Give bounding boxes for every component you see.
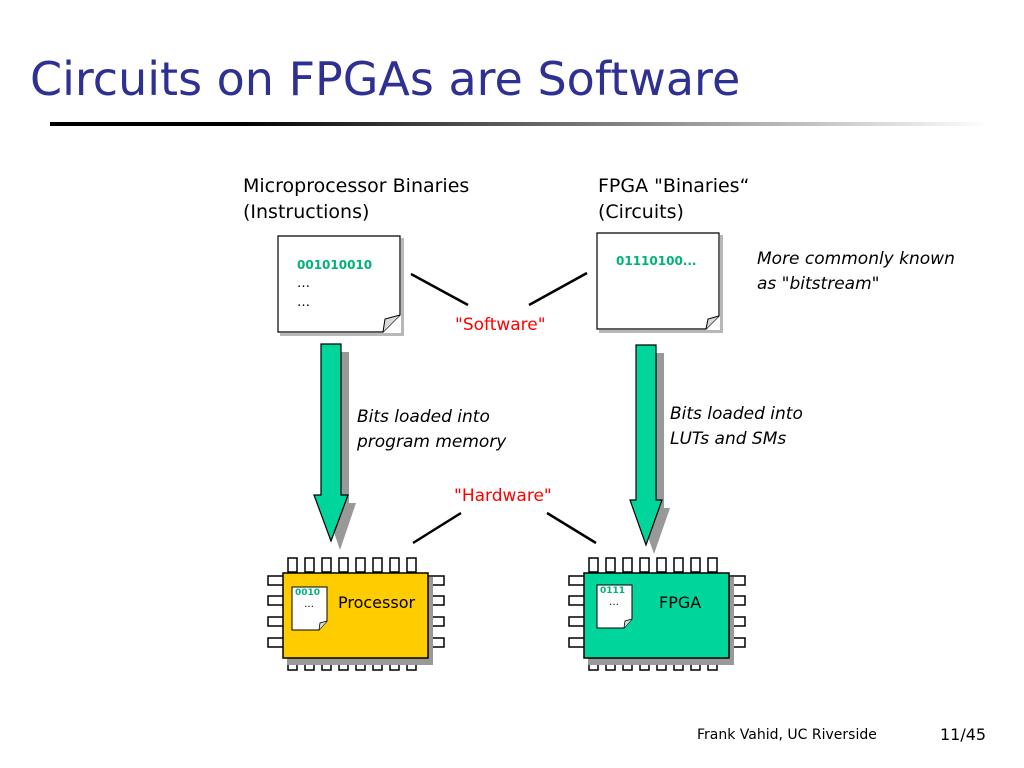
fpga-config-document-icon: 0111 … bbox=[596, 584, 634, 629]
right-heading-line1: FPGA "Binaries“ bbox=[598, 175, 750, 197]
bitstream-note-line1: More commonly known bbox=[757, 249, 955, 269]
left-arrow-note-line2: program memory bbox=[357, 432, 507, 452]
right-arrow-note-line2: LUTs and SMs bbox=[670, 429, 787, 449]
bitstream-note-line2: as "bitstream" bbox=[757, 274, 880, 294]
fpga-chip-pins bbox=[568, 557, 746, 671]
processor-label: Processor bbox=[338, 593, 416, 612]
left-arrow-note: Bits loaded into program memory bbox=[357, 405, 506, 455]
footer-author: Frank Vahid, UC Riverside bbox=[697, 727, 877, 743]
left-doc-code: 001010010 bbox=[297, 258, 373, 272]
right-arrow-note-line1: Bits loaded into bbox=[670, 404, 803, 424]
fpga-chip: 0111 … FPGA bbox=[567, 555, 751, 680]
left-down-arrow bbox=[313, 343, 349, 543]
right-heading-line2: (Circuits) bbox=[598, 201, 684, 223]
left-arrow-note-line1: Bits loaded into bbox=[357, 407, 490, 427]
fpga-doc-code: 0111 bbox=[600, 586, 626, 596]
hardware-connector-left bbox=[412, 511, 462, 545]
left-heading-line2: (Instructions) bbox=[243, 201, 370, 223]
title-underline bbox=[50, 122, 990, 126]
processor-chip-pins bbox=[267, 557, 445, 671]
software-label: "Software" bbox=[455, 315, 546, 335]
left-heading-line1: Microprocessor Binaries bbox=[243, 175, 470, 197]
left-doc-ellipsis-1: … bbox=[297, 276, 310, 291]
processor-doc-ellipsis: … bbox=[304, 599, 314, 610]
processor-memory-document-icon: 0010 … bbox=[291, 586, 329, 631]
bitstream-note: More commonly known as "bitstream" bbox=[757, 247, 955, 297]
right-down-arrow bbox=[629, 344, 663, 547]
fpga-binary-document-icon: 01110100... bbox=[596, 232, 720, 330]
right-arrow-note: Bits loaded into LUTs and SMs bbox=[670, 402, 803, 452]
software-connector-right bbox=[528, 271, 588, 307]
hardware-label: "Hardware" bbox=[454, 486, 552, 506]
fpga-doc-ellipsis: … bbox=[609, 597, 619, 608]
software-connector-left bbox=[410, 272, 469, 307]
processor-chip: 0010 … Processor bbox=[266, 555, 450, 680]
hardware-connector-right bbox=[546, 511, 597, 545]
left-doc-ellipsis-2: … bbox=[297, 295, 310, 310]
slide-title: Circuits on FPGAs are Software bbox=[30, 52, 741, 106]
fpga-label: FPGA bbox=[659, 593, 702, 612]
left-heading: Microprocessor Binaries (Instructions) bbox=[243, 173, 469, 225]
right-doc-code: 01110100... bbox=[616, 254, 697, 268]
right-heading: FPGA "Binaries“ (Circuits) bbox=[598, 173, 749, 225]
microprocessor-binary-document-icon: 001010010 … … bbox=[277, 235, 401, 333]
page-number: 11/45 bbox=[940, 725, 987, 744]
processor-doc-code: 0010 bbox=[295, 588, 321, 598]
